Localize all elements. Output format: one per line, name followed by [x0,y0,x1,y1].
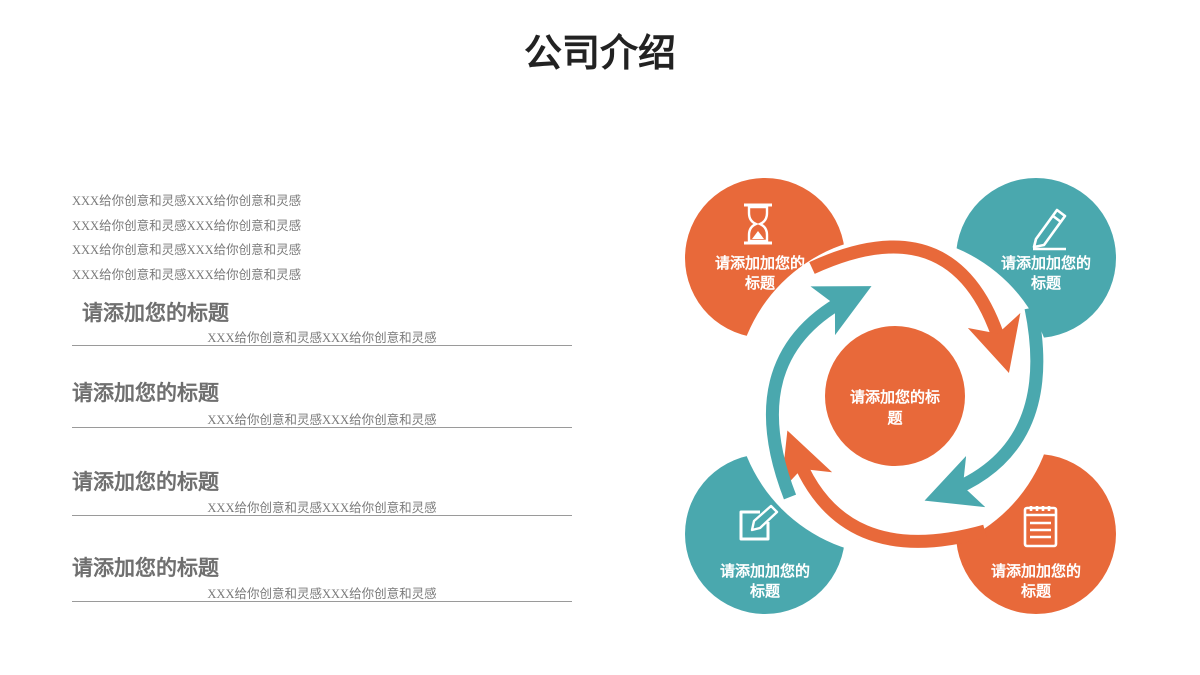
node-label-line1: 请添加加您的 [991,562,1081,580]
node-label-line2: 标题 [749,582,781,600]
intro-line: XXX给你创意和灵感XXX给你创意和灵感 [72,194,302,208]
item-description: XXX给你创意和灵感XXX给你创意和灵感 [207,331,437,345]
center-label-line2: 题 [887,409,903,427]
hourglass-icon [744,203,772,245]
node-label-line2: 标题 [1030,274,1062,292]
list-item: 请添加您的标题 XXX给你创意和灵感XXX给你创意和灵感 [72,469,572,516]
arrow-top [809,240,1021,374]
notepad-icon [1023,506,1058,548]
item-description: XXX给你创意和灵感XXX给你创意和灵感 [207,587,437,601]
list-item: 请添加您的标题 XXX给你创意和灵感XXX给你创意和灵感 [72,555,572,602]
list-item: 请添加您的标题 XXX给你创意和灵感XXX给你创意和灵感 [72,380,572,428]
intro-line: XXX给你创意和灵感XXX给你创意和灵感 [72,267,302,282]
arrow-bottom [780,430,987,548]
page-title: 公司介绍 [523,31,676,75]
arrow-left [766,286,872,500]
node-label-line1: 请添加加您的 [715,254,805,272]
item-heading: 请添加您的标题 [72,470,219,494]
center-node [825,326,965,466]
list-item: 请添加您的标题 XXX给你创意和灵感XXX给你创意和灵感 [72,300,572,346]
node-label-line1: 请添加加您的 [1001,254,1091,272]
item-heading: 请添加您的标题 [72,556,219,580]
center-label-line1: 请添加您的标 [850,388,940,406]
edit-note-icon [739,504,779,541]
node-label-line2: 标题 [1020,582,1052,600]
pencil-icon [1032,208,1067,251]
item-heading: 请添加您的标题 [72,381,219,405]
intro-text-block: XXX给你创意和灵感XXX给你创意和灵感 XXX给你创意和灵感XXX给你创意和灵… [72,191,301,289]
intro-line: XXX给你创意和灵感XXX给你创意和灵感 [72,218,302,233]
item-description: XXX给你创意和灵感XXX给你创意和灵感 [207,501,437,515]
node-label-line1: 请添加加您的 [720,562,810,580]
item-description: XXX给你创意和灵感XXX给你创意和灵感 [207,413,437,427]
intro-line: XXX给你创意和灵感XXX给你创意和灵感 [72,243,302,257]
item-heading: 请添加您的标题 [82,301,229,325]
arrow-right [924,306,1044,508]
node-label-line2: 标题 [744,274,776,292]
